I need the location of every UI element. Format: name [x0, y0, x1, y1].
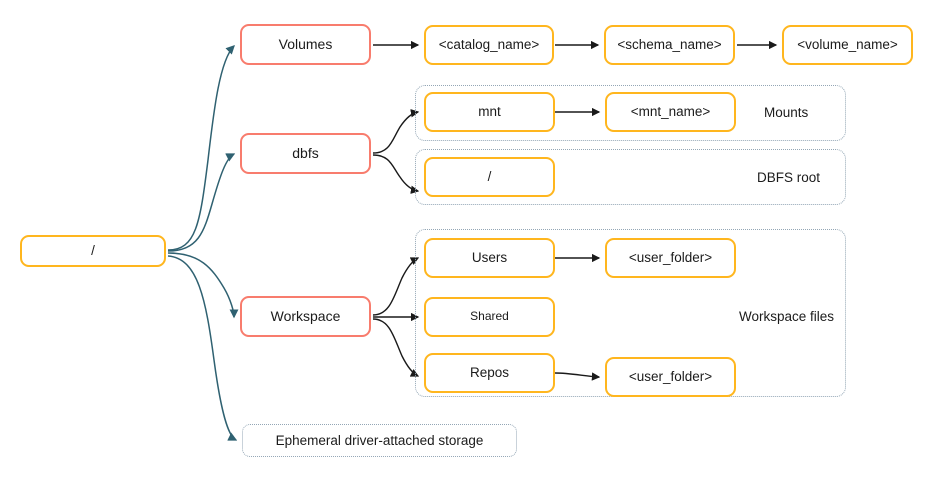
node-dbfs-label: dbfs [292, 144, 319, 161]
root-edges [167, 45, 239, 441]
node-repos-folder[interactable]: <user_folder> [605, 357, 736, 397]
node-schema-name[interactable]: <schema_name> [604, 25, 735, 65]
node-mnt[interactable]: mnt [424, 92, 555, 132]
node-root-label: / [91, 242, 95, 258]
node-schema-name-label: <schema_name> [617, 36, 722, 52]
node-repos-folder-label: <user_folder> [628, 368, 713, 384]
node-users-label: Users [471, 249, 508, 265]
node-dbfs-root-slash[interactable]: / [424, 157, 555, 197]
node-dbfs-root-slash-label: / [487, 168, 492, 184]
node-ephemeral-storage[interactable]: Ephemeral driver-attached storage [242, 424, 517, 457]
node-catalog-name-label: <catalog_name> [438, 36, 540, 52]
node-volumes-label: Volumes [278, 35, 333, 52]
node-dbfs[interactable]: dbfs [240, 133, 371, 174]
node-catalog-name[interactable]: <catalog_name> [424, 25, 554, 65]
node-repos[interactable]: Repos [424, 353, 555, 393]
node-root[interactable]: / [20, 235, 166, 267]
node-workspace[interactable]: Workspace [240, 296, 371, 337]
node-ephemeral-storage-label: Ephemeral driver-attached storage [275, 433, 484, 448]
node-users-folder-label: <user_folder> [628, 249, 713, 265]
node-shared-label: Shared [470, 309, 509, 324]
node-repos-label: Repos [469, 364, 510, 380]
group-mounts-label: Mounts [764, 104, 809, 120]
node-volume-name-label: <volume_name> [797, 36, 898, 52]
node-mnt-label: mnt [478, 103, 501, 119]
node-volume-name[interactable]: <volume_name> [782, 25, 913, 65]
node-users[interactable]: Users [424, 238, 555, 278]
node-mnt-name-label: <mnt_name> [630, 103, 711, 119]
group-mounts [415, 85, 846, 141]
group-dbfs-root [415, 149, 846, 205]
node-shared[interactable]: Shared [424, 297, 555, 337]
node-mnt-name[interactable]: <mnt_name> [605, 92, 736, 132]
group-dbfs-root-label: DBFS root [757, 169, 821, 185]
group-workspace-files-label: Workspace files [739, 308, 835, 324]
node-volumes[interactable]: Volumes [240, 24, 371, 65]
node-users-folder[interactable]: <user_folder> [605, 238, 736, 278]
node-workspace-label: Workspace [270, 307, 341, 324]
